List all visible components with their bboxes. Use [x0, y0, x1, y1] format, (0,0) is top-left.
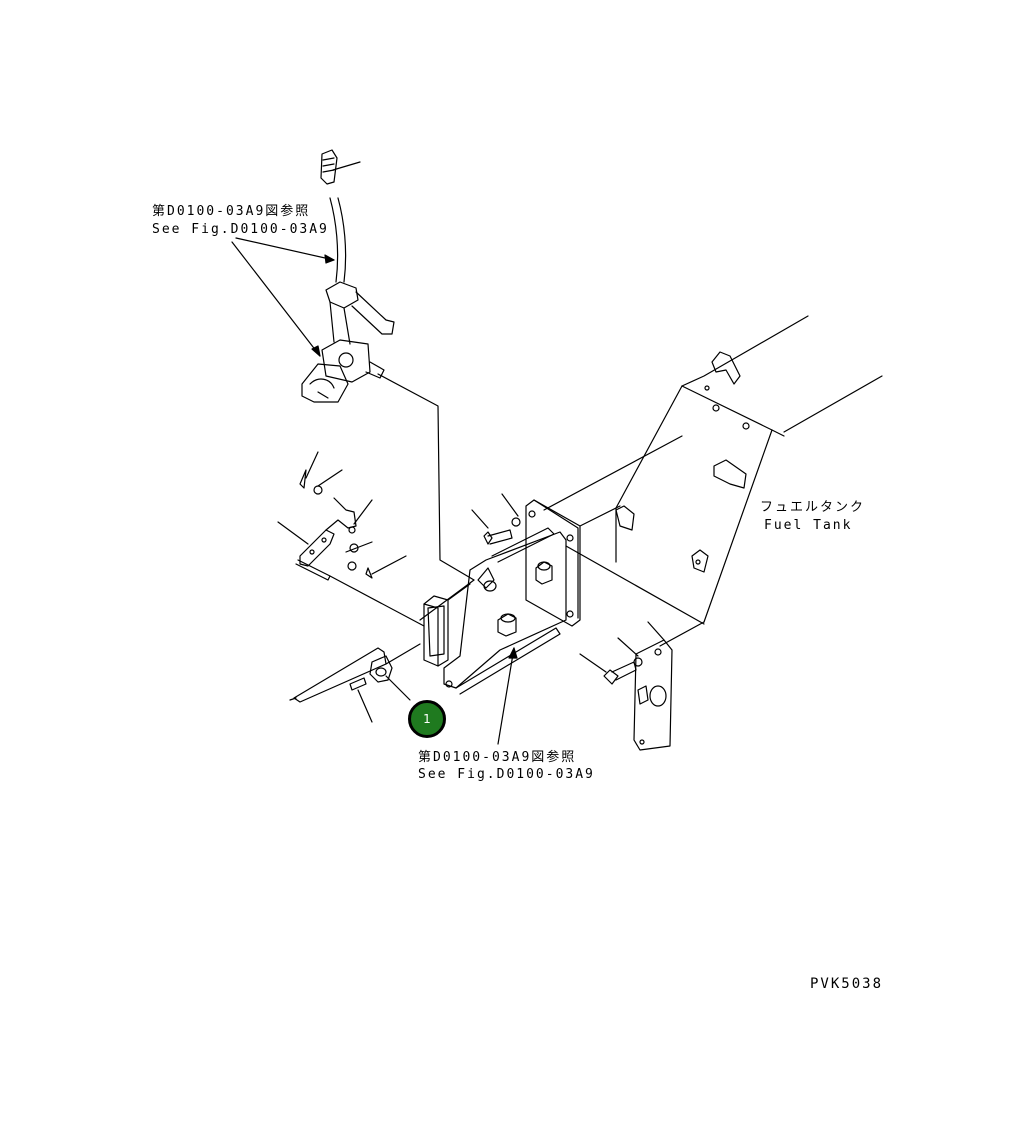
lever-plate [419, 527, 567, 695]
top-reference-en: See Fig.D0100-03A9 [152, 222, 329, 237]
mounting-plate [525, 435, 705, 627]
right-bracket [633, 621, 673, 751]
callout-part-1[interactable]: 1 [408, 700, 446, 738]
fuel-tank-jp: フュエルタンク [760, 500, 866, 515]
left-bracket [277, 451, 425, 627]
switch-body [423, 583, 471, 667]
bottom-lever [289, 643, 421, 723]
top-reference-jp: 第D0100-03A9図参照 [152, 204, 311, 219]
bottom-reference-jp: 第D0100-03A9図参照 [418, 750, 577, 765]
bottom-reference-leader [497, 647, 518, 745]
bolts [471, 493, 643, 685]
drawing-code: PVK5038 [810, 976, 884, 992]
top-reference-leaders [231, 237, 335, 357]
top-lever-assembly [301, 149, 475, 581]
bottom-reference-en: See Fig.D0100-03A9 [418, 767, 595, 782]
fuel-tank-en: Fuel Tank [764, 518, 853, 533]
